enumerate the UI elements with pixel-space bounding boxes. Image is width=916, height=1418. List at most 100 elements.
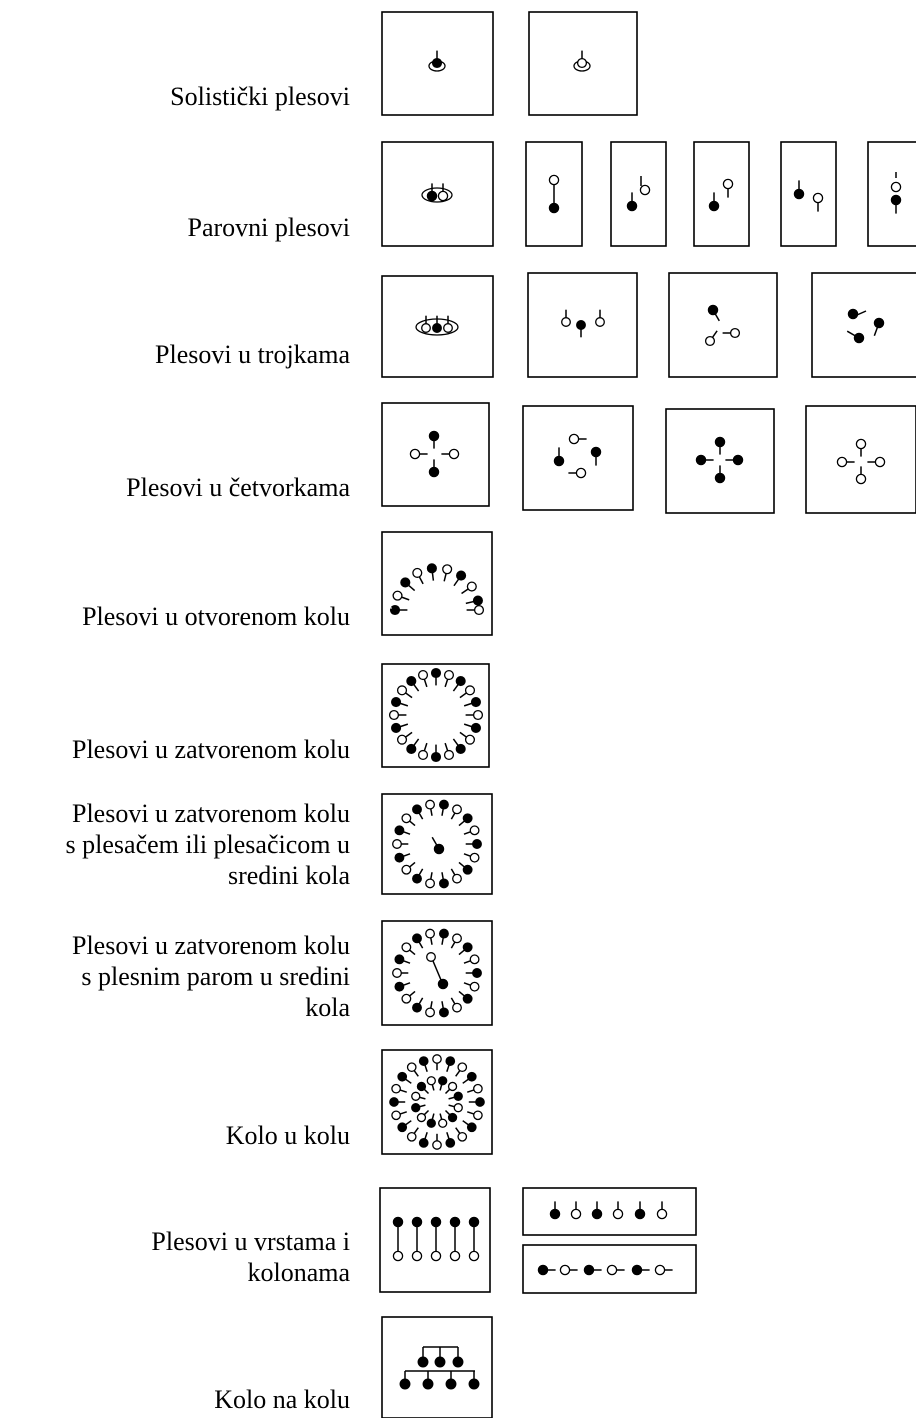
female-dancer-marker	[417, 742, 429, 760]
dancer-head	[442, 564, 453, 575]
male-dancer-marker	[553, 447, 565, 467]
male-dancer-marker	[444, 1109, 458, 1123]
dancer-head	[468, 1378, 480, 1390]
female-dancer-marker	[656, 1201, 668, 1220]
male-dancer-marker	[426, 1113, 436, 1128]
dancer-head	[389, 1097, 399, 1107]
female-dancer-marker	[392, 968, 409, 978]
male-dancer-marker	[462, 1071, 477, 1084]
female-dancer-marker	[448, 1103, 463, 1113]
dancer-head	[443, 323, 453, 333]
male-dancer-marker	[412, 933, 424, 949]
female-dancer-marker	[654, 1264, 673, 1276]
male-dancer-marker	[465, 839, 482, 849]
female-dancer-marker	[401, 813, 416, 827]
female-dancer-marker	[463, 825, 480, 836]
male-dancer-marker	[394, 852, 411, 863]
dancer-head	[425, 928, 436, 939]
male-dancer-marker	[431, 836, 445, 855]
female-dancer-marker	[461, 581, 477, 595]
dancer-head	[431, 57, 443, 69]
male-dancer-marker	[411, 1103, 426, 1113]
dancer-head	[473, 1083, 483, 1094]
male-dancer-marker	[462, 1120, 477, 1133]
male-dancer-marker	[397, 1071, 412, 1084]
female-dancer-marker	[459, 731, 476, 745]
dancer-head	[714, 436, 726, 448]
male-dancer-marker	[391, 722, 409, 734]
dancer-head	[434, 1356, 446, 1368]
female-dancer-marker	[443, 742, 455, 760]
male-dancer-marker	[394, 954, 411, 965]
male-dancer-marker	[437, 978, 449, 990]
row-label-line: Plesovi u zatvorenom kolu	[71, 735, 350, 764]
male-dancer-marker	[422, 1378, 434, 1390]
dancer-head	[453, 1091, 463, 1101]
dancer-head	[452, 1356, 464, 1368]
dancer-head	[438, 1118, 448, 1128]
female-dancer-marker	[463, 852, 480, 863]
dancer-head	[426, 1076, 436, 1086]
dancer-head	[432, 1140, 442, 1150]
dancer-head	[470, 696, 481, 708]
female-dancer-marker	[437, 183, 449, 202]
female-dancer-marker	[704, 330, 718, 347]
male-dancer-marker	[793, 180, 805, 200]
dancer-head	[462, 993, 473, 1004]
male-dancer-marker	[412, 804, 424, 820]
male-dancer-marker	[591, 1201, 603, 1220]
male-dancer-marker	[873, 317, 885, 337]
row-label-line: Solistički plesovi	[170, 82, 350, 111]
female-dancer-marker	[467, 1110, 483, 1121]
formation-box	[381, 1049, 493, 1155]
dancer-head	[392, 590, 403, 601]
dancer-head	[394, 825, 405, 836]
female-dancer-marker	[396, 731, 413, 745]
dancer-head	[443, 749, 455, 760]
dancer-head	[411, 1250, 423, 1262]
male-dancer-marker	[452, 675, 466, 692]
female-dancer-marker	[812, 192, 824, 212]
female-dancer-marker	[425, 872, 436, 889]
male-dancer-marker	[576, 320, 586, 338]
dancer-head	[714, 472, 726, 484]
female-dancer-marker	[406, 1062, 419, 1077]
dancer-head	[396, 734, 408, 745]
dancer-head	[418, 1056, 429, 1066]
dancer-head	[412, 933, 422, 944]
female-dancer-marker	[468, 1250, 480, 1262]
dancer-head	[606, 1264, 618, 1276]
dancer-head	[392, 1216, 404, 1228]
female-dancer-marker	[455, 1127, 468, 1142]
dancer-head	[445, 1378, 457, 1390]
male-dancer-marker	[847, 308, 859, 320]
formation-box	[381, 663, 490, 768]
dancer-head	[707, 304, 719, 316]
dancer-head	[575, 467, 587, 479]
dancer-head	[412, 1002, 422, 1013]
male-dancer-marker	[583, 1264, 602, 1276]
male-dancer-marker	[389, 1097, 406, 1107]
dancer-head	[457, 1062, 468, 1073]
dancer-stalk	[856, 310, 867, 316]
dancer-head	[812, 192, 824, 204]
dancer-head	[853, 332, 865, 344]
male-dancer-marker	[391, 696, 409, 708]
male-dancer-marker	[431, 50, 443, 69]
dancer-head	[396, 685, 408, 696]
dancer-head	[847, 308, 859, 320]
female-dancer-marker	[639, 184, 651, 196]
formation-box	[381, 793, 493, 895]
male-dancer-marker	[438, 799, 449, 816]
row-label-line: Plesovi u četvorkama	[126, 473, 350, 502]
dancer-head	[548, 202, 560, 214]
row-label-closed-circle: Plesovi u zatvorenom kolu	[72, 734, 350, 765]
male-dancer-marker	[394, 825, 411, 836]
dancer-head	[591, 1208, 603, 1220]
male-dancer-marker	[707, 304, 720, 322]
dancer-head	[411, 1216, 423, 1228]
dancer-head	[388, 709, 400, 721]
female-dancer-marker	[425, 1001, 436, 1018]
female-dancer-marker	[438, 1113, 448, 1128]
